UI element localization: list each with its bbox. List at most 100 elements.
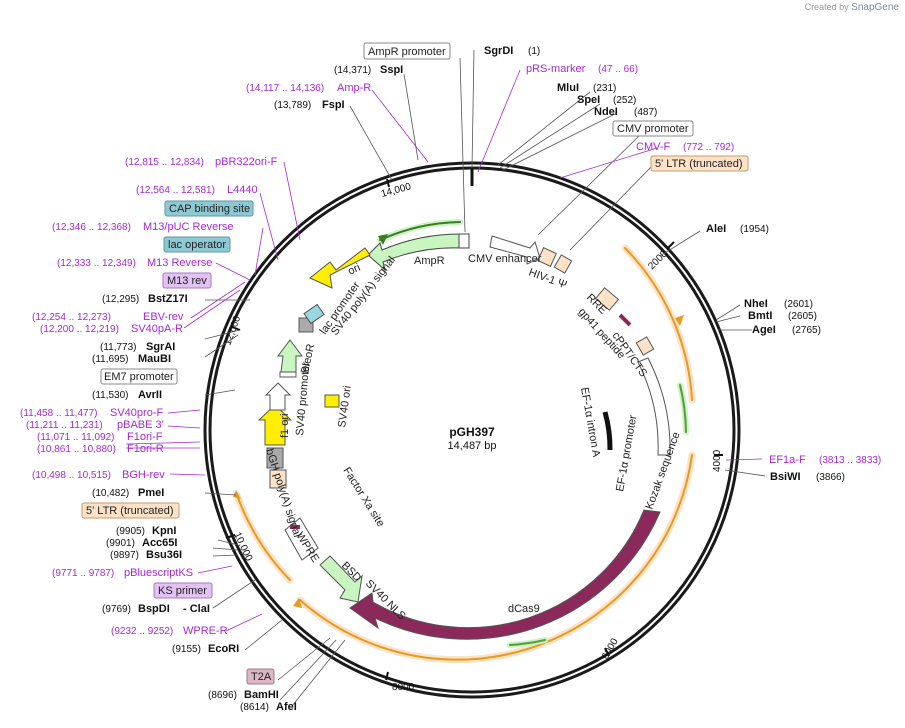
fspi-pos: (13,789) [274,100,311,111]
m13-puc-label: M13/pUC Reverse [143,221,233,233]
dcas9-arrow [349,509,661,640]
cmv-f-label: CMV-F [636,141,671,153]
mlui-label: MluI [557,82,579,94]
em7-box [279,371,297,378]
plasmid-length: 14,487 bp [448,440,497,452]
ampr-promoter-label: AmpR promoter [368,46,446,58]
m13-rev-box [162,272,212,289]
bgh-rev-pos: (10,498 .. 10,515) [32,470,111,481]
rre-box [594,287,620,311]
m13-rev-primer-pos: (12,333 .. 12,349) [57,258,136,269]
maubi-pos: (11,695) [92,354,129,365]
pmei-label: PmeI [138,487,164,499]
f1ori-r-label: F1ori-R [127,443,164,455]
sv40-promoter-arrow [264,382,292,411]
f1-ori-box [266,447,284,469]
lac-operator-label: lac operator [168,239,226,251]
hiv-psi-box-2 [553,254,573,274]
lac-operator-box [163,236,231,253]
sspi-pos: (14,371) [334,65,371,76]
sgrai-label: SgrAI [146,341,175,353]
avrii-pos: (11,530) [92,390,129,401]
nhei-pos: (2601) [784,299,813,310]
bspdi-pos: (9769) [102,604,131,615]
hiv-psi-box-1 [537,247,557,267]
ltr-trunc2-box [81,502,180,519]
pbluescript-label: pBluescriptKS [124,567,193,579]
wpre-r-pos: (9232 .. 9252) [111,626,173,637]
cap-site-label: CAP binding site [169,203,250,215]
primer-leader-lines [125,69,763,632]
f1-ori-label: f1 ori [279,414,291,438]
gp41-box [618,313,632,327]
bleor-label: BleoR [299,343,317,375]
t2a-box [290,525,300,529]
cmv-promoter-box [612,120,694,137]
pbr322-pos: (12,815 .. 12,834) [125,157,204,168]
bamhi-pos: (8696) [208,690,237,701]
bgh-polya-box [269,469,287,489]
fspi-label: FspI [322,99,345,111]
alei-pos: (1954) [740,224,769,235]
m13-puc-pos: (12,346 .. 12,368) [52,222,131,233]
bmti-label: BmtI [748,310,772,322]
em7-label-box [100,368,178,385]
alei-label: AleI [706,223,726,235]
pbabe3-label: pBABE 3' [117,419,164,431]
outer-arcs [233,219,696,664]
arc-arrow-3 [233,490,241,499]
sgrdi-label: SgrDI [484,45,513,57]
ltr-trunc-box [650,155,749,172]
afei-label: AfeI [276,701,297,713]
ef1a-f-pos: (3813 .. 3833) [819,455,881,466]
sv40pa-r-pos: (12,200 .. 12,219) [40,324,119,335]
arc-arrow-1 [675,315,684,326]
tick-4000: 4000 [712,449,723,472]
clai-label: - ClaI [183,603,210,615]
f1ori-f-pos: (11,071 .. 11,092) [37,432,114,443]
bsu36i-pos: (9897) [110,550,139,561]
maubi-label: MauBI [138,353,171,365]
leader-lines [204,49,766,707]
bamhi-label: BamHI [244,689,279,701]
agei-pos: (2765) [792,325,821,336]
bstz17i-pos: (12,295) [102,294,139,305]
tick-8000: 8000 [392,682,415,693]
bmti-pos: (2605) [788,311,817,322]
ampr-promoter-box [458,233,470,249]
bgh-rev-label: BGH-rev [122,469,165,481]
avrii-label: AvrII [138,389,162,401]
ndei-pos: (487) [634,107,657,118]
wpre-r-label: WPRE-R [183,625,228,637]
sv40-polya-label: SV40 poly(A) signal [329,254,398,338]
cppt-box [635,336,655,356]
ltr-trunc-label: 5' LTR (truncated) [655,158,742,170]
m13-rev-label: M13 rev [167,275,207,287]
pbluescript-pos: (9771 .. 9787) [52,568,114,579]
l4440-label: L4440 [227,184,258,196]
sgrai-pos: (11,773) [100,342,137,353]
prs-marker-pos: (47 .. 66) [598,64,638,75]
tick-10000: 10,000 [231,531,254,564]
m13-rev-primer-label: M13 Reverse [147,257,212,269]
cap-site-box [164,200,254,217]
ebv-rev-label: EBV-rev [143,311,184,323]
amp-r-primer-pos: (14,117 .. 14,136) [246,83,324,94]
ndei-label: NdeI [594,106,618,118]
bsu36i-label: Bsu36I [146,549,182,561]
afei-pos: (8614) [240,702,269,713]
ks-primer-box [153,582,213,599]
ampr-arrow [367,233,463,272]
snapgene-credit: Created by SnapGene [804,2,899,13]
ef1a-promoter-arrow [637,357,671,456]
t2a-label-box [246,668,275,685]
kpni-pos: (9905) [116,526,145,537]
ebv-rev-pos: (12,254 .. 12,273) [32,312,111,323]
snapgene-logo: SnapGene [851,2,899,13]
cmv-enhancer-label: CMV enhancer [468,253,542,265]
cmv-promoter-label: CMV promoter [617,123,689,135]
amp-r-primer-label: Amp-R [337,82,371,94]
pmei-pos: (10,482) [92,488,129,499]
